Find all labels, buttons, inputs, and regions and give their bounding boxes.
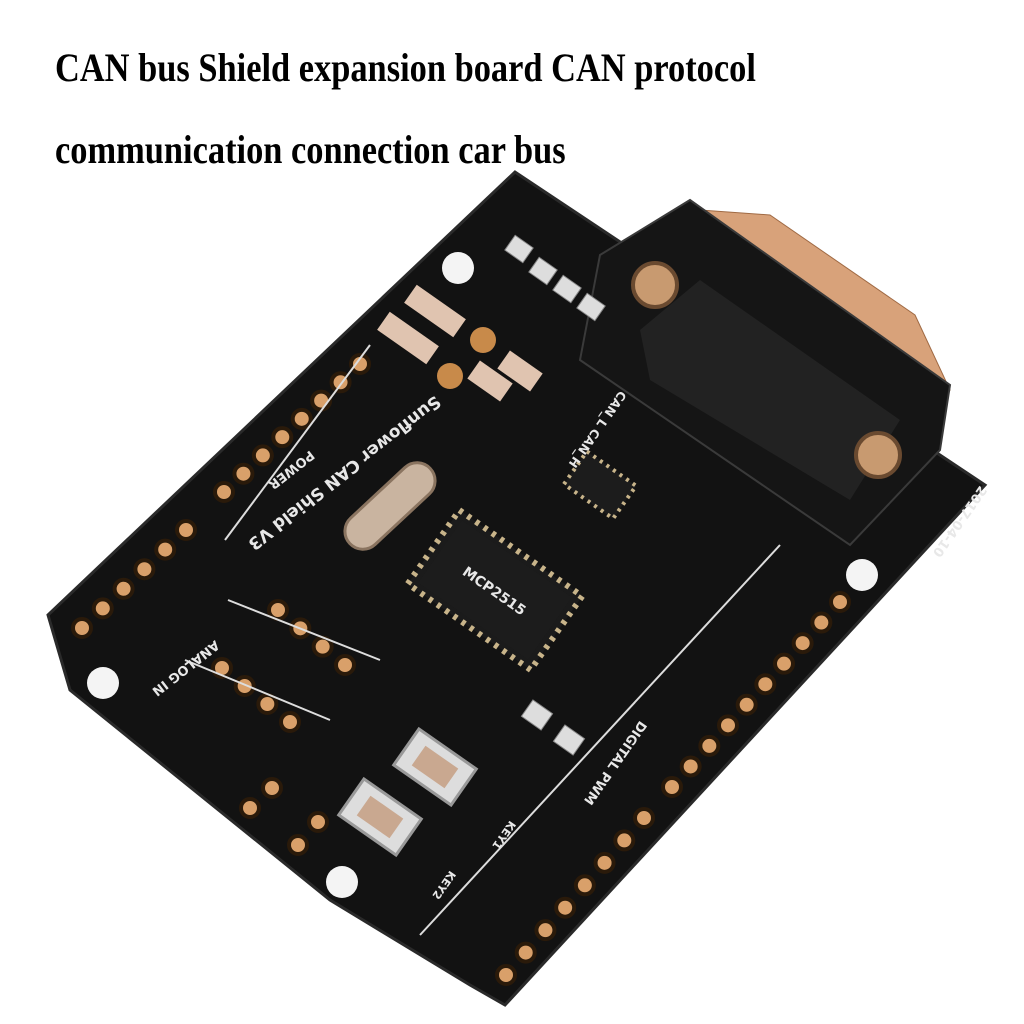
header-pin — [791, 632, 814, 655]
header-pin — [495, 964, 517, 986]
header-pin — [239, 797, 261, 819]
header-pins — [71, 353, 851, 986]
header-pin — [175, 519, 197, 541]
header-pin — [290, 407, 313, 430]
header-pin — [573, 874, 596, 897]
mounting-hole — [87, 667, 119, 699]
header-pin — [773, 652, 795, 675]
header-pin — [112, 577, 135, 600]
header-pin — [232, 462, 255, 485]
crystal-oscillator — [343, 461, 437, 551]
header-pin — [271, 426, 294, 449]
header-pin — [287, 834, 309, 856]
header-pin — [810, 611, 833, 634]
header-pin — [754, 673, 777, 696]
header-pin — [133, 558, 156, 581]
header-pin — [213, 481, 235, 503]
header-pin — [593, 851, 616, 874]
mounting-hole — [846, 559, 878, 591]
header-pin — [633, 807, 655, 829]
header-pin — [154, 538, 177, 561]
mcp2515-chip: MCP2515 — [403, 505, 587, 675]
caption-line-1: CAN bus Shield expansion board CAN proto… — [55, 45, 756, 90]
header-pin — [554, 896, 577, 919]
silkscreen-lines — [184, 344, 781, 936]
header-pin — [534, 919, 557, 942]
caption-line-2: communication connection car bus — [55, 127, 566, 172]
header-pin — [307, 811, 329, 833]
status-leds — [504, 234, 606, 756]
header-pin — [698, 734, 721, 757]
header-pin — [233, 675, 256, 697]
header-pin — [334, 654, 356, 676]
header-pin — [717, 714, 739, 737]
db9-connector — [578, 198, 952, 547]
mounting-hole — [442, 252, 474, 284]
header-pin — [279, 711, 301, 733]
header-pin — [349, 353, 371, 375]
header-pin — [679, 755, 702, 778]
header-pin — [261, 777, 283, 799]
smd-pads — [377, 284, 543, 402]
header-pin — [91, 597, 114, 620]
key2-button[interactable] — [336, 776, 424, 858]
header-pin — [251, 444, 274, 467]
header-pin — [829, 591, 851, 613]
mounting-hole — [326, 866, 358, 898]
header-pin — [71, 617, 93, 639]
header-pin — [661, 776, 683, 798]
key1-button[interactable] — [391, 726, 479, 808]
header-pin — [735, 693, 758, 716]
header-pin — [613, 829, 636, 852]
can-transceiver-chip — [561, 448, 639, 522]
header-pin — [514, 941, 537, 964]
